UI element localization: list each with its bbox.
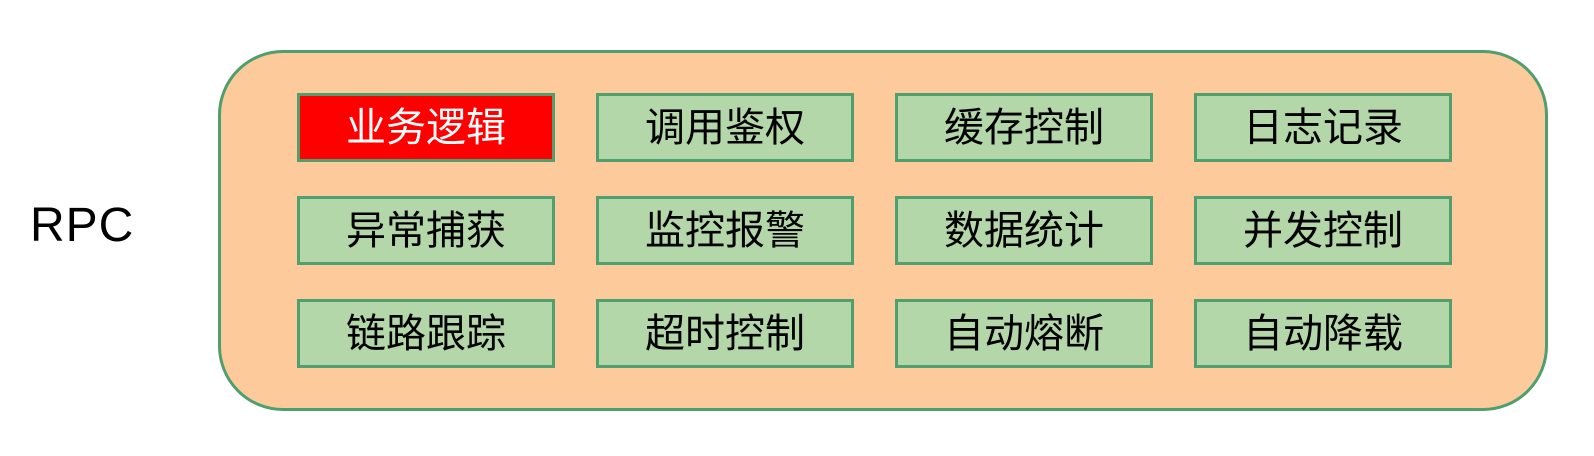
feature-box: 监控报警 [596, 196, 854, 265]
feature-box: 数据统计 [895, 196, 1153, 265]
rpc-label: RPC [30, 199, 135, 252]
feature-box: 链路跟踪 [297, 299, 555, 368]
feature-box: 日志记录 [1194, 93, 1452, 162]
rpc-container: 业务逻辑调用鉴权缓存控制日志记录异常捕获监控报警数据统计并发控制链路跟踪超时控制… [218, 50, 1548, 411]
feature-box: 并发控制 [1194, 196, 1452, 265]
feature-row: 链路跟踪超时控制自动熔断自动降载 [297, 299, 1452, 368]
feature-box: 缓存控制 [895, 93, 1153, 162]
feature-box-highlighted: 业务逻辑 [297, 93, 555, 162]
feature-box: 异常捕获 [297, 196, 555, 265]
feature-grid: 业务逻辑调用鉴权缓存控制日志记录异常捕获监控报警数据统计并发控制链路跟踪超时控制… [297, 93, 1452, 368]
feature-row: 异常捕获监控报警数据统计并发控制 [297, 196, 1452, 265]
feature-box: 自动降载 [1194, 299, 1452, 368]
feature-box: 超时控制 [596, 299, 854, 368]
feature-box: 自动熔断 [895, 299, 1153, 368]
feature-box: 调用鉴权 [596, 93, 854, 162]
feature-row: 业务逻辑调用鉴权缓存控制日志记录 [297, 93, 1452, 162]
